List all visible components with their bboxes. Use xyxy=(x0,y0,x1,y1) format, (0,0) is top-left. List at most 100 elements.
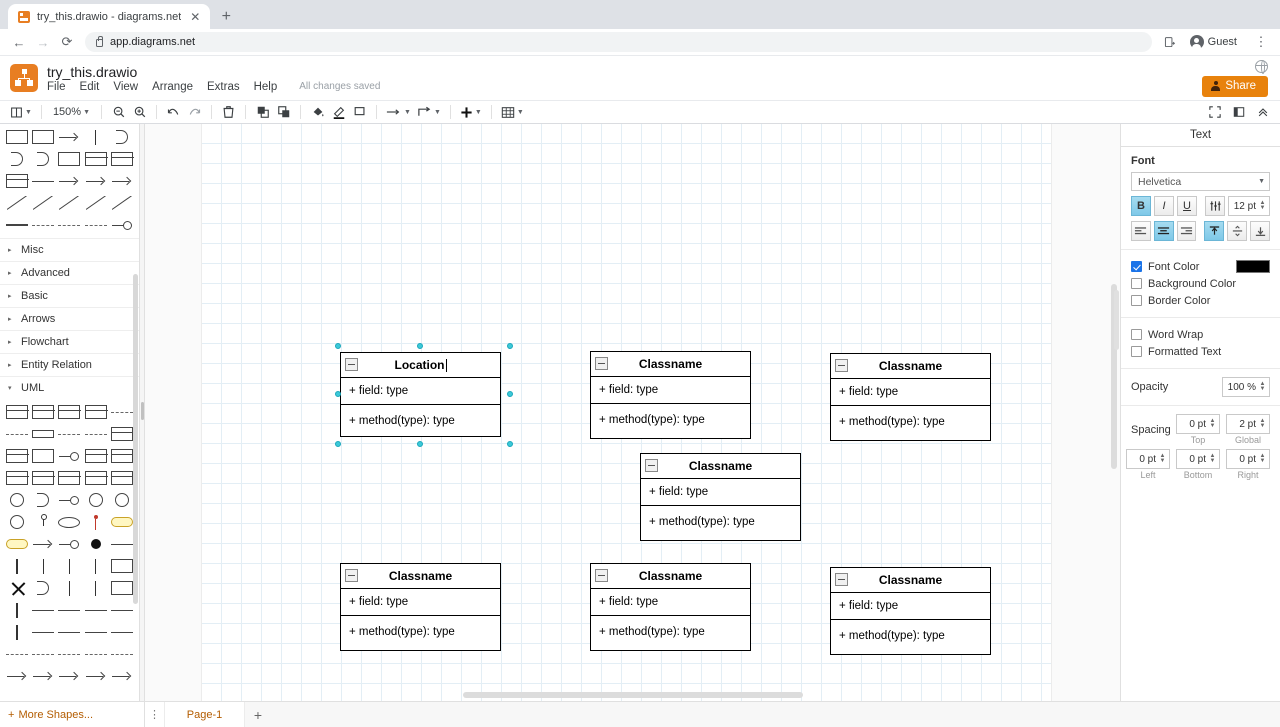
shape-thumb[interactable] xyxy=(110,513,133,531)
zoom-out-icon[interactable] xyxy=(109,102,128,122)
uml-class-title[interactable]: Classname xyxy=(831,354,990,379)
align-center-icon[interactable] xyxy=(1153,221,1174,241)
shape-thumb[interactable] xyxy=(111,216,133,234)
shape-thumb[interactable] xyxy=(32,194,54,212)
shape-thumb[interactable] xyxy=(58,491,80,509)
shape-thumb[interactable] xyxy=(110,447,134,465)
uml-class-4[interactable]: Classname + field: type + method(type): … xyxy=(640,453,801,541)
shape-thumb[interactable] xyxy=(111,491,133,509)
shape-thumb[interactable] xyxy=(32,557,54,575)
font-size-input[interactable]: 12 pt ▲▼ xyxy=(1228,196,1270,216)
uml-class-title[interactable]: Classname xyxy=(641,454,800,479)
shape-thumb[interactable] xyxy=(110,557,133,575)
browser-tab[interactable]: try_this.drawio - diagrams.net ✕ xyxy=(8,4,211,29)
uml-method-row[interactable]: + method(type): type xyxy=(831,405,990,438)
uml-class-3[interactable]: Classname + field: type + method(type): … xyxy=(830,353,991,441)
diagram-canvas[interactable]: Location + field: type + method(type): t… xyxy=(145,124,1120,701)
shape-thumb[interactable] xyxy=(58,194,80,212)
shape-thumb[interactable] xyxy=(6,172,30,190)
table-icon[interactable]: ▼ xyxy=(499,102,526,122)
uml-method-row[interactable]: + method(type): type xyxy=(641,505,800,538)
selection-handle-w[interactable] xyxy=(335,391,341,397)
shape-thumb[interactable] xyxy=(6,645,29,663)
border-color-checkbox[interactable]: Border Color xyxy=(1131,292,1270,309)
menu-view[interactable]: View xyxy=(113,80,139,93)
shape-thumb[interactable] xyxy=(32,128,55,146)
font-color-checkbox[interactable]: Font Color xyxy=(1131,258,1199,275)
shape-thumb[interactable] xyxy=(85,172,107,190)
insert-plus-icon[interactable]: ▼ xyxy=(458,102,484,122)
waypoint-icon[interactable]: ▼ xyxy=(415,102,443,122)
address-bar[interactable]: app.diagrams.net xyxy=(85,32,1152,52)
add-page-button[interactable]: + xyxy=(245,702,271,727)
shape-thumb[interactable] xyxy=(84,623,107,641)
collapse-icon[interactable] xyxy=(835,359,848,372)
shape-thumb[interactable] xyxy=(58,425,81,443)
shape-thumb[interactable] xyxy=(58,216,81,234)
close-icon[interactable]: ✕ xyxy=(190,9,201,24)
shape-thumb[interactable] xyxy=(58,645,81,663)
shape-thumb[interactable] xyxy=(32,667,54,685)
shape-thumb[interactable] xyxy=(6,601,28,619)
browser-menu-icon[interactable]: ⋮ xyxy=(1254,34,1268,49)
format-panel-icon[interactable] xyxy=(1229,102,1248,122)
view-layout-icon[interactable]: ▼ xyxy=(8,102,34,122)
font-size-stepper[interactable]: ▲▼ xyxy=(1259,200,1266,211)
shape-thumb[interactable] xyxy=(32,216,55,234)
shape-thumb[interactable] xyxy=(111,172,133,190)
selection-handle-nw[interactable] xyxy=(335,343,341,349)
line-color-icon[interactable] xyxy=(329,102,348,122)
formatted-text-checkbox[interactable]: Formatted Text xyxy=(1131,343,1270,360)
connection-arrow-icon[interactable]: ▼ xyxy=(384,102,413,122)
shape-thumb[interactable] xyxy=(85,557,107,575)
back-icon[interactable]: ← xyxy=(12,34,26,50)
shape-thumb[interactable] xyxy=(84,601,107,619)
zoom-in-icon[interactable] xyxy=(130,102,149,122)
shape-thumb[interactable] xyxy=(32,579,54,597)
selection-handle-sw[interactable] xyxy=(335,441,341,447)
shape-thumb[interactable] xyxy=(84,216,107,234)
menu-extras[interactable]: Extras xyxy=(207,80,240,93)
page-title[interactable]: try_this.drawio xyxy=(47,63,138,80)
delete-icon[interactable] xyxy=(219,102,238,122)
selection-handle-e[interactable] xyxy=(507,391,513,397)
shape-thumb[interactable] xyxy=(111,128,133,146)
shape-thumb[interactable] xyxy=(58,403,82,421)
shape-thumb[interactable] xyxy=(110,469,134,487)
valign-middle-icon[interactable] xyxy=(1227,221,1248,241)
opacity-stepper[interactable]: ▲▼ xyxy=(1259,381,1266,392)
uml-method-row[interactable]: + method(type): type xyxy=(341,615,500,648)
shape-thumb[interactable] xyxy=(32,623,55,641)
canvas-vertical-scrollbar[interactable] xyxy=(1111,284,1117,469)
sidebar-item-entity-relation[interactable]: ▸ Entity Relation xyxy=(0,353,139,376)
shape-thumb[interactable] xyxy=(85,579,107,597)
uml-class-title[interactable]: Classname xyxy=(831,568,990,593)
word-wrap-checkbox[interactable]: Word Wrap xyxy=(1131,326,1270,343)
background-color-checkbox[interactable]: Background Color xyxy=(1131,275,1270,292)
shape-thumb[interactable] xyxy=(110,579,133,597)
collapse-icon[interactable] xyxy=(595,569,608,582)
shape-thumb[interactable] xyxy=(32,403,56,421)
uml-method-row[interactable]: + method(type): type xyxy=(591,403,750,436)
shape-thumb[interactable] xyxy=(32,425,55,443)
spacing-top-stepper[interactable]: ▲▼ xyxy=(1209,418,1216,429)
shape-thumb[interactable] xyxy=(85,194,107,212)
shape-thumb[interactable] xyxy=(6,447,30,465)
shape-thumb[interactable] xyxy=(110,425,134,443)
shape-thumb[interactable] xyxy=(32,535,54,553)
spacing-bottom-stepper[interactable]: ▲▼ xyxy=(1209,453,1216,464)
shape-thumb[interactable] xyxy=(6,579,28,597)
shape-thumb[interactable] xyxy=(58,150,81,168)
spacing-global-stepper[interactable]: ▲▼ xyxy=(1259,418,1266,429)
shape-thumb[interactable] xyxy=(32,513,54,531)
shape-thumb[interactable] xyxy=(111,194,133,212)
uml-class-title[interactable]: Location xyxy=(341,353,500,378)
spacing-left-input[interactable]: 0 pt ▲▼ xyxy=(1126,449,1170,469)
shape-thumb[interactable] xyxy=(58,172,80,190)
shape-thumb[interactable] xyxy=(85,535,107,553)
uml-class-2[interactable]: Classname + field: type + method(type): … xyxy=(590,351,751,439)
spacing-bottom-input[interactable]: 0 pt ▲▼ xyxy=(1176,449,1220,469)
to-back-icon[interactable] xyxy=(274,102,293,122)
font-style-icon[interactable] xyxy=(1205,196,1225,216)
shape-thumb[interactable] xyxy=(6,150,28,168)
